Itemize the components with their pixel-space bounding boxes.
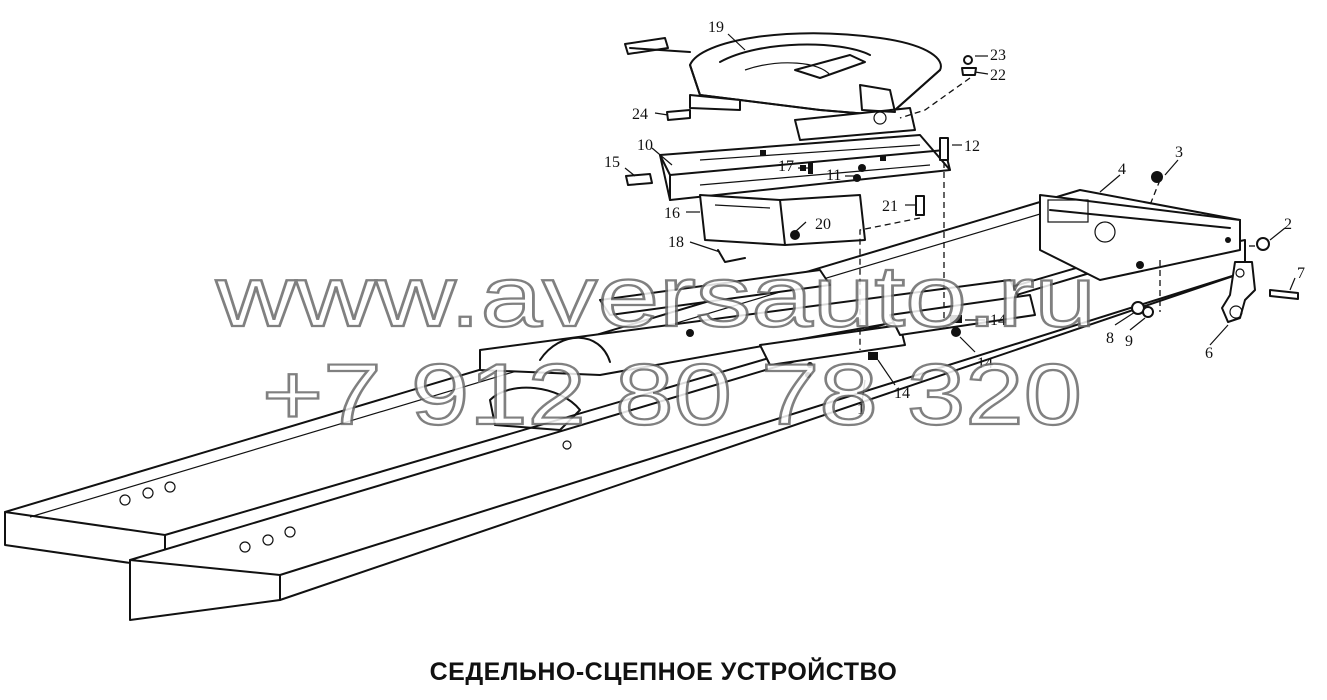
callout-19: 20 (815, 216, 831, 233)
callout-7: 7 (1297, 265, 1305, 282)
callout-1: 1 (857, 401, 865, 418)
assembly-lines (859, 77, 1255, 350)
callout-11: 11 (826, 167, 841, 184)
callout-22: 22 (990, 67, 1006, 84)
callout-24: 24 (632, 106, 648, 123)
callout-15: 15 (604, 154, 620, 171)
callout-13: 14 (990, 312, 1006, 329)
watermark-phone: +7 912 80 78 320 (262, 347, 1082, 443)
callout-14-a: 14 (977, 355, 993, 372)
callout-9: 9 (1125, 333, 1133, 350)
callout-20: 19 (708, 19, 724, 36)
leader-lines (624, 33, 1296, 403)
fifth-wheel-plate (624, 32, 942, 141)
callout-8: 8 (1106, 330, 1114, 347)
callout-21: 21 (882, 198, 898, 215)
callout-18: 18 (668, 234, 684, 251)
tow-hook (1221, 261, 1256, 323)
small-parts (625, 55, 1299, 360)
cross-member (1039, 194, 1241, 281)
rail-mounting-plates (479, 269, 1036, 431)
watermark-url: www.aversauto.ru (215, 249, 1096, 345)
callout-12: 12 (964, 138, 980, 155)
part-callouts: 19 23 22 24 10 12 15 17 11 4 3 21 16 20 … (604, 19, 1305, 418)
callout-16: 16 (664, 205, 680, 222)
callout-4: 4 (1118, 161, 1126, 178)
support-bracket (699, 194, 866, 263)
callout-2: 2 (1284, 216, 1292, 233)
callout-17: 17 (778, 158, 794, 175)
diagram-title: СЕДЕЛЬНО-СЦЕПНОЕ УСТРОЙСТВО (429, 658, 898, 686)
callout-10: 10 (637, 137, 653, 154)
callout-23: 23 (990, 47, 1006, 64)
watermark: www.aversauto.ru +7 912 80 78 320 (214, 248, 1097, 444)
callout-3: 3 (1175, 144, 1183, 161)
callout-6: 6 (1205, 345, 1213, 362)
callout-14-c: 14 (894, 385, 910, 402)
